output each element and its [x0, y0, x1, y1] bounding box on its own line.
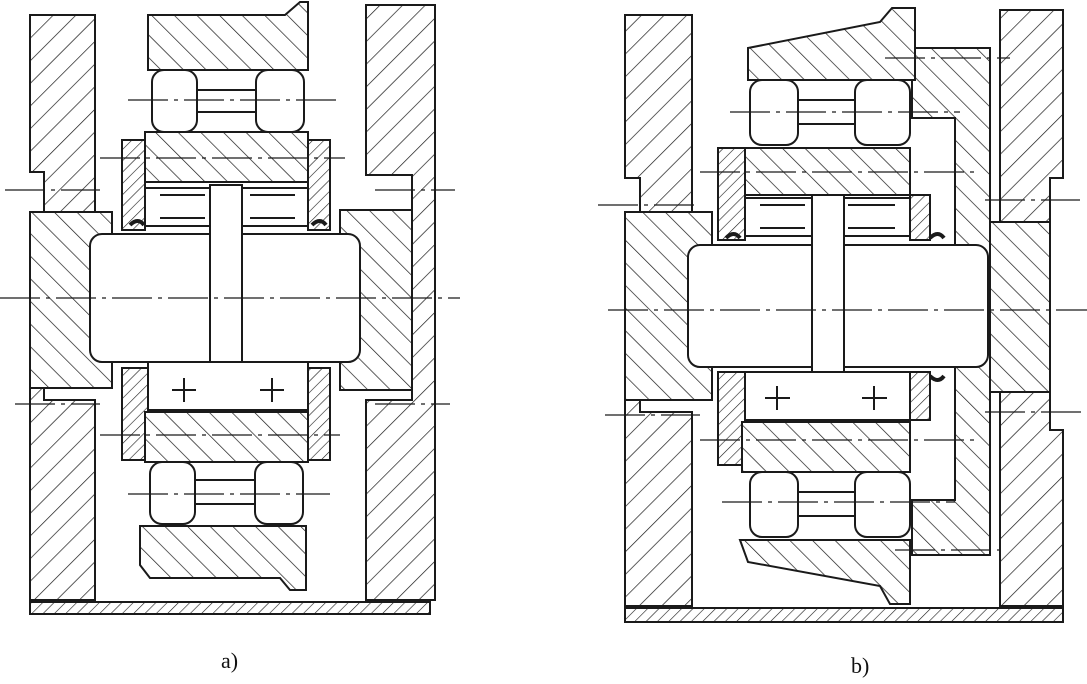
base-plate-a [29, 601, 431, 615]
panel-a [0, 1, 460, 615]
upper-roller-right-a [255, 69, 305, 133]
left-wall-lower-b [624, 399, 693, 607]
lower-gear-ring-a [139, 525, 307, 591]
upper-roller-left-a [151, 69, 198, 133]
centerlines-b [598, 57, 1087, 551]
caption-a: a) [221, 648, 239, 673]
seal-left-top-a [128, 219, 146, 227]
lower-carrier-right-a [307, 367, 331, 461]
upper-carrier-a [121, 139, 146, 231]
upper-carrier-right-b [909, 194, 931, 241]
lower-roller-right-b [854, 471, 911, 538]
lower-roller-left-a [149, 461, 196, 525]
upper-carrier-left-b [717, 147, 746, 241]
lower-carrier-right-b [909, 371, 931, 421]
lower-gear-ring-b [738, 539, 911, 605]
upper-inner-race-a [144, 131, 309, 183]
left-wall-b [624, 14, 693, 213]
ring-gear-b [911, 47, 991, 556]
centerlines-a [0, 99, 460, 495]
seal-left-top-b [724, 232, 742, 240]
base-plate-b [624, 607, 1064, 623]
lower-carrier-left-b [717, 371, 746, 466]
lower-bearing-block-b [744, 371, 911, 421]
lower-roller-left-b [749, 471, 799, 538]
lower-inner-race-b [741, 421, 911, 473]
lower-bearing-block-a [147, 361, 309, 411]
left-wall-lower-a [29, 387, 96, 601]
caption-b: b) [851, 653, 870, 678]
seal-right-top-b [928, 232, 946, 240]
panel-b [598, 7, 1087, 623]
seal-right-bottom-b [928, 374, 946, 382]
upper-gear-ring-a [147, 1, 309, 71]
left-wall-a [29, 14, 96, 213]
right-wall-a [365, 4, 436, 601]
lower-inner-race-a [144, 411, 309, 463]
upper-gear-ring-b [747, 7, 916, 81]
upper-carrier-right-a [307, 139, 331, 231]
lower-roller-right-a [254, 461, 304, 525]
seal-right-top-a [310, 219, 328, 227]
